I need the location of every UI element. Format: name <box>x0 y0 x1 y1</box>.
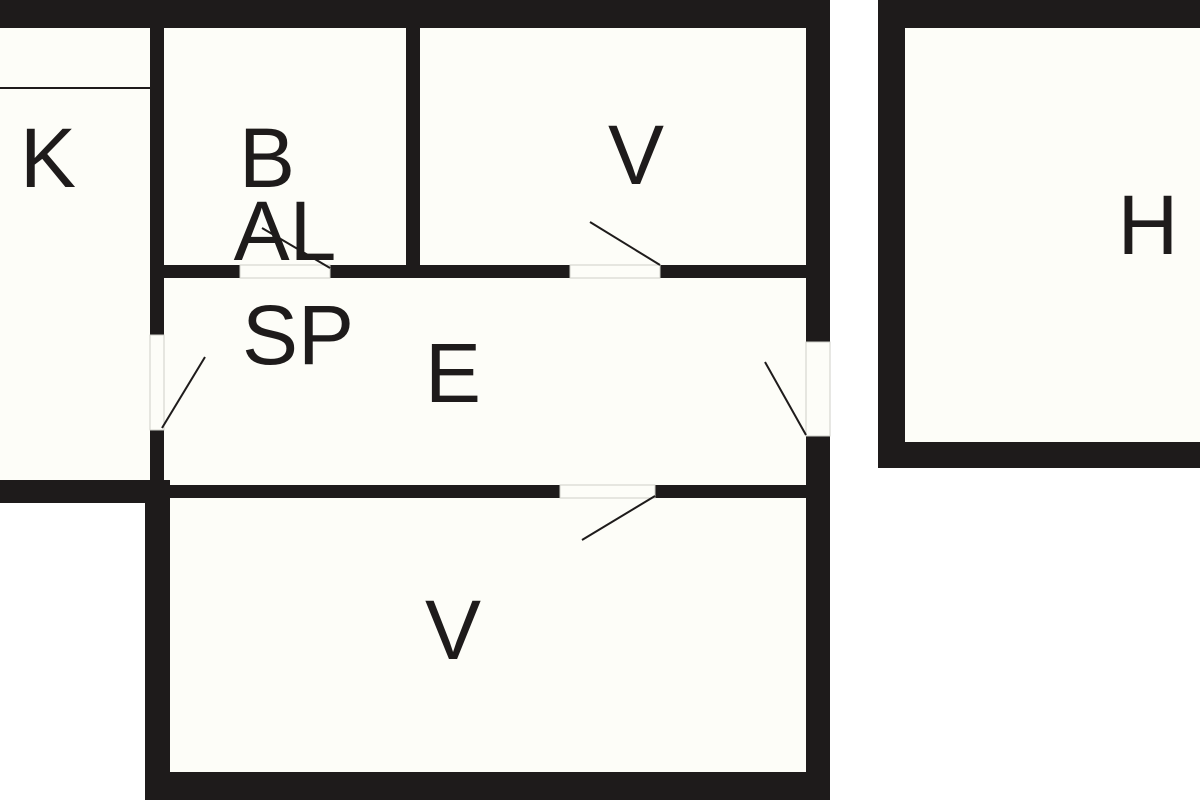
outside-area <box>0 500 150 800</box>
door-entrance[interactable] <box>764 361 807 436</box>
room-label-closet: AL <box>234 184 337 278</box>
room-label-bedroom-bottom: V <box>425 583 481 677</box>
room-label-bath: B <box>239 111 295 205</box>
door-bedroom-bottom[interactable] <box>581 495 656 541</box>
room-label-kitchen: K <box>20 111 76 205</box>
door-swings <box>161 221 807 541</box>
room-label-storage: SP <box>242 288 354 382</box>
room-label-h: H <box>1118 178 1179 272</box>
door-bedroom-top[interactable] <box>589 221 661 266</box>
room-label-bedroom-top: V <box>608 108 664 202</box>
room-h-area <box>905 28 1200 442</box>
door-kitchen[interactable] <box>161 356 206 429</box>
door-closet[interactable] <box>261 227 331 269</box>
door-openings <box>149 264 831 499</box>
room-label-hall: E <box>425 326 481 420</box>
